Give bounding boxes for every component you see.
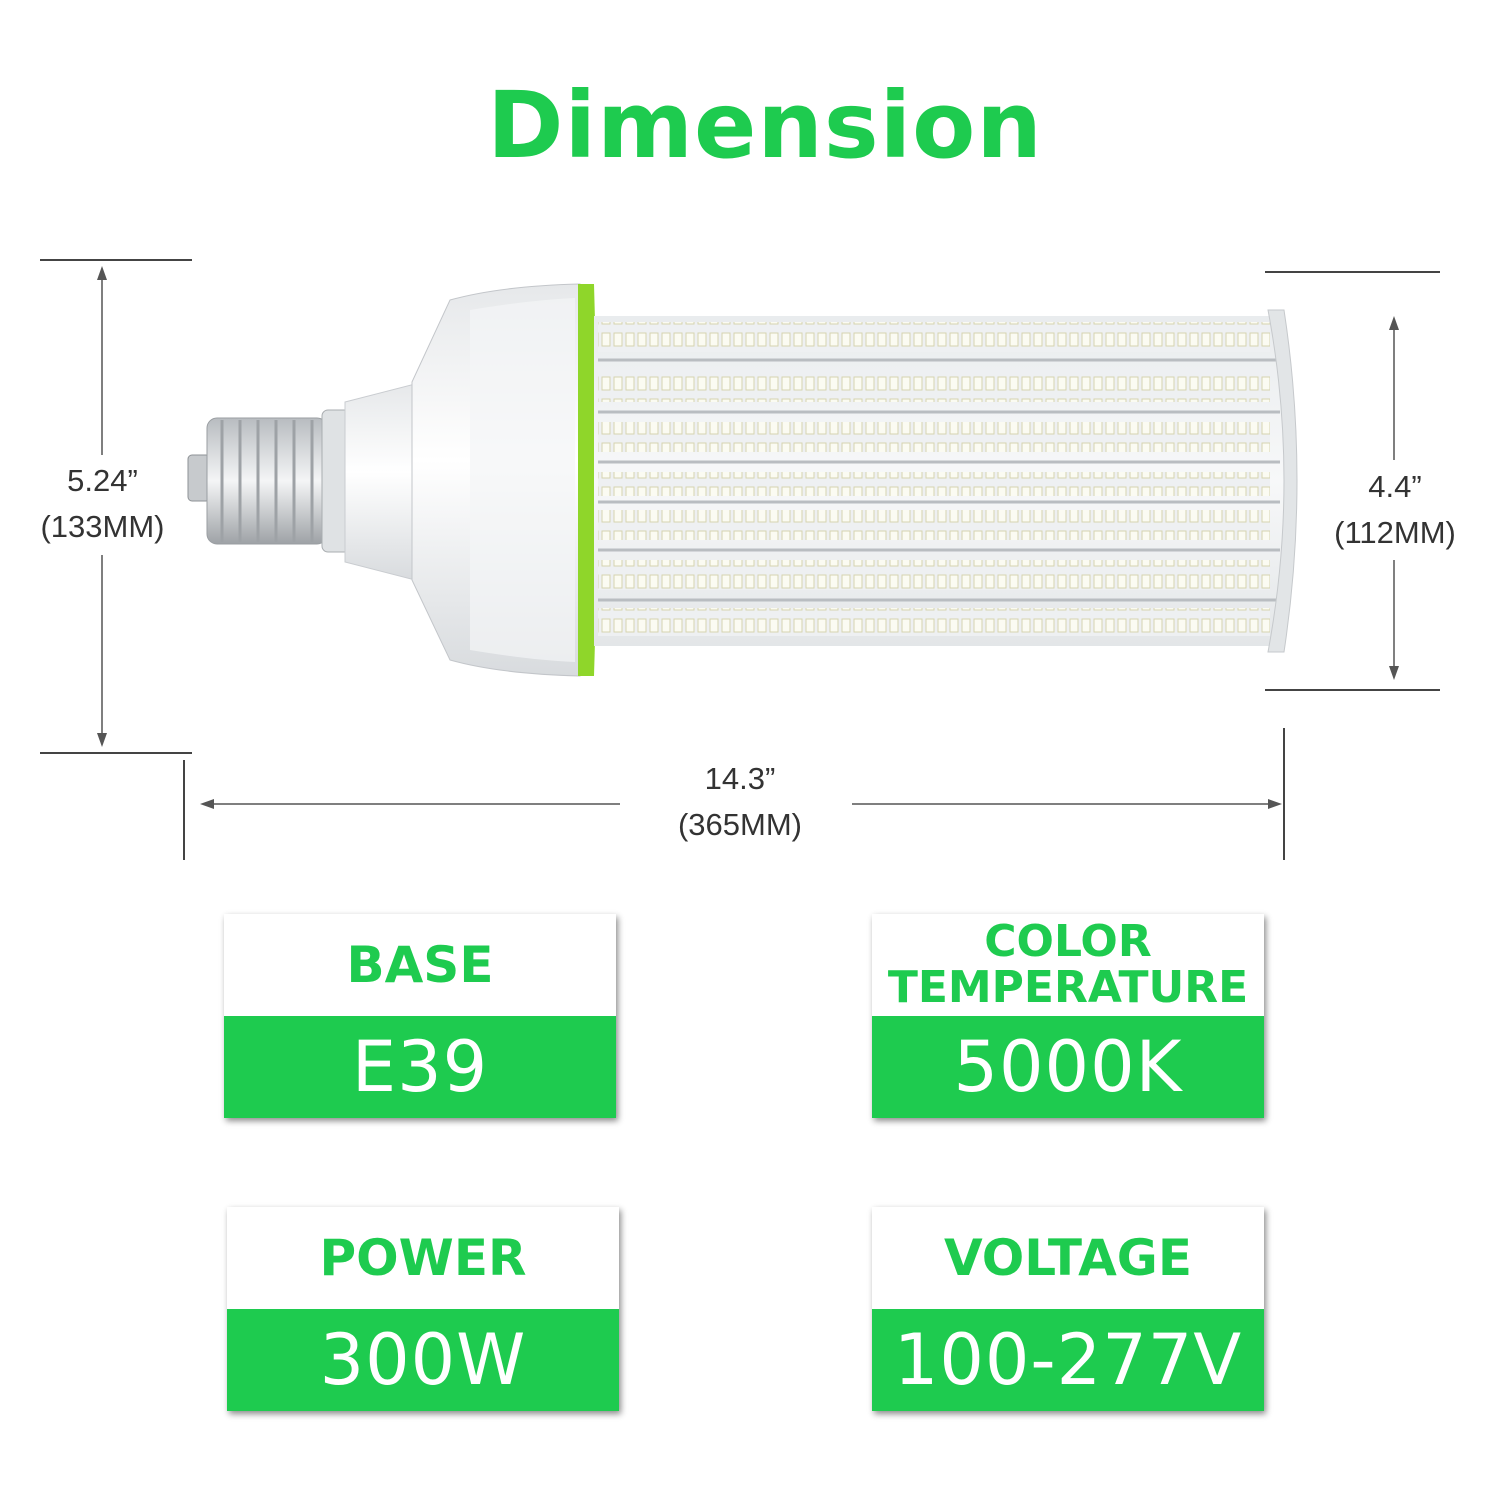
height-mm: (133MM) [40,509,165,544]
bulb-housing [344,283,597,677]
spec-value: E39 [224,1016,616,1118]
spec-value: 5000K [872,1016,1264,1118]
diameter-mm: (112MM) [1334,515,1456,550]
page-title: Dimension [487,72,1043,179]
spec-label: VOLTAGE [943,1229,1193,1287]
bulb-diagram [40,259,1440,860]
height-dimension-line [40,259,192,754]
diameter-dimension-label: 4.4” (112MM) [1315,464,1475,556]
length-dimension-line [183,728,1285,860]
diameter-dimension-line [1265,271,1440,691]
spec-card-color-temperature: COLOR TEMPERATURE 5000K [872,914,1264,1118]
spec-label: BASE [346,936,494,994]
length-dimension-label: 14.3” (365MM) [650,756,830,848]
length-mm: (365MM) [677,807,802,842]
length-inches: 14.3” [704,761,776,796]
spec-value: 300W [227,1309,619,1411]
spec-value: 100-277V [872,1309,1264,1411]
spec-card-base: BASE E39 [224,914,616,1118]
height-inches: 5.24” [67,463,138,498]
spec-label: COLOR TEMPERATURE [872,914,1264,1016]
spec-card-voltage: VOLTAGE 100-277V [872,1207,1264,1411]
diameter-inches: 4.4” [1368,469,1422,504]
led-tube [594,309,1298,653]
spec-label-line1: COLOR [984,916,1152,967]
spec-label-line2: TEMPERATURE [887,962,1249,1013]
height-dimension-label: 5.24” (133MM) [20,458,185,550]
spec-card-power: POWER 300W [227,1207,619,1411]
screw-base [187,409,351,553]
spec-label: POWER [319,1229,527,1287]
